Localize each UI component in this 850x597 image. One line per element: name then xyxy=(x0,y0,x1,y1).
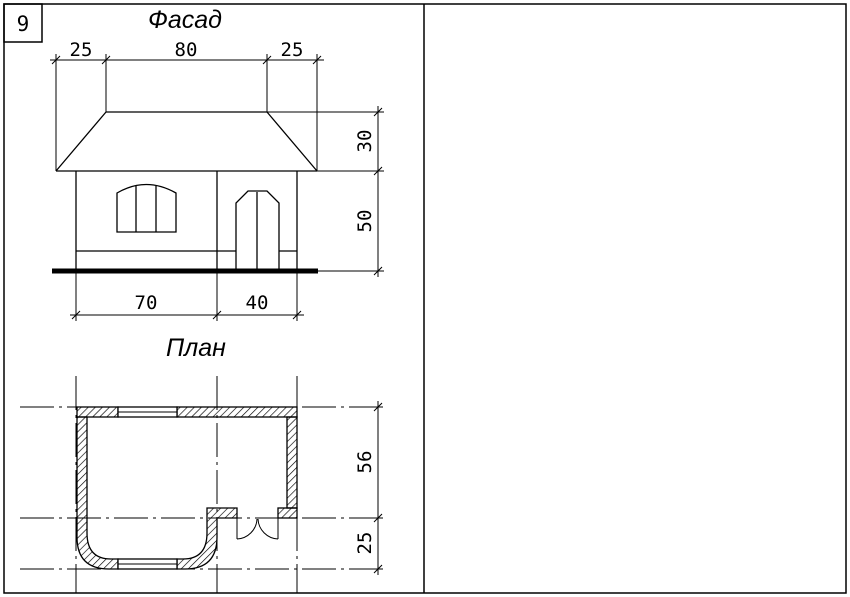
facade-dim-bottom-left: 70 xyxy=(135,292,158,314)
sheet-number: 9 xyxy=(17,12,30,36)
plan-walls xyxy=(76,406,298,570)
sheet-number-box: 9 xyxy=(3,3,43,43)
facade-dim-roof-height: 30 xyxy=(354,130,376,153)
sheet-frame xyxy=(3,3,847,594)
facade-title: Фасад xyxy=(148,6,222,34)
facade-drawing xyxy=(55,111,318,270)
plan-dim-depth: 56 xyxy=(354,451,376,474)
plan-dim-porch: 25 xyxy=(354,532,376,555)
plan-door-swing xyxy=(236,518,279,540)
plan-dimension-lines xyxy=(373,401,383,575)
facade-dim-top-center: 80 xyxy=(175,39,198,61)
plan-title: План xyxy=(166,334,226,362)
facade-dimension-lines xyxy=(50,54,384,321)
facade-dim-top-right: 25 xyxy=(281,39,304,61)
facade-dim-top-left: 25 xyxy=(70,39,93,61)
facade-dim-wall-height: 50 xyxy=(354,210,376,233)
facade-dim-bottom-right: 40 xyxy=(246,292,269,314)
